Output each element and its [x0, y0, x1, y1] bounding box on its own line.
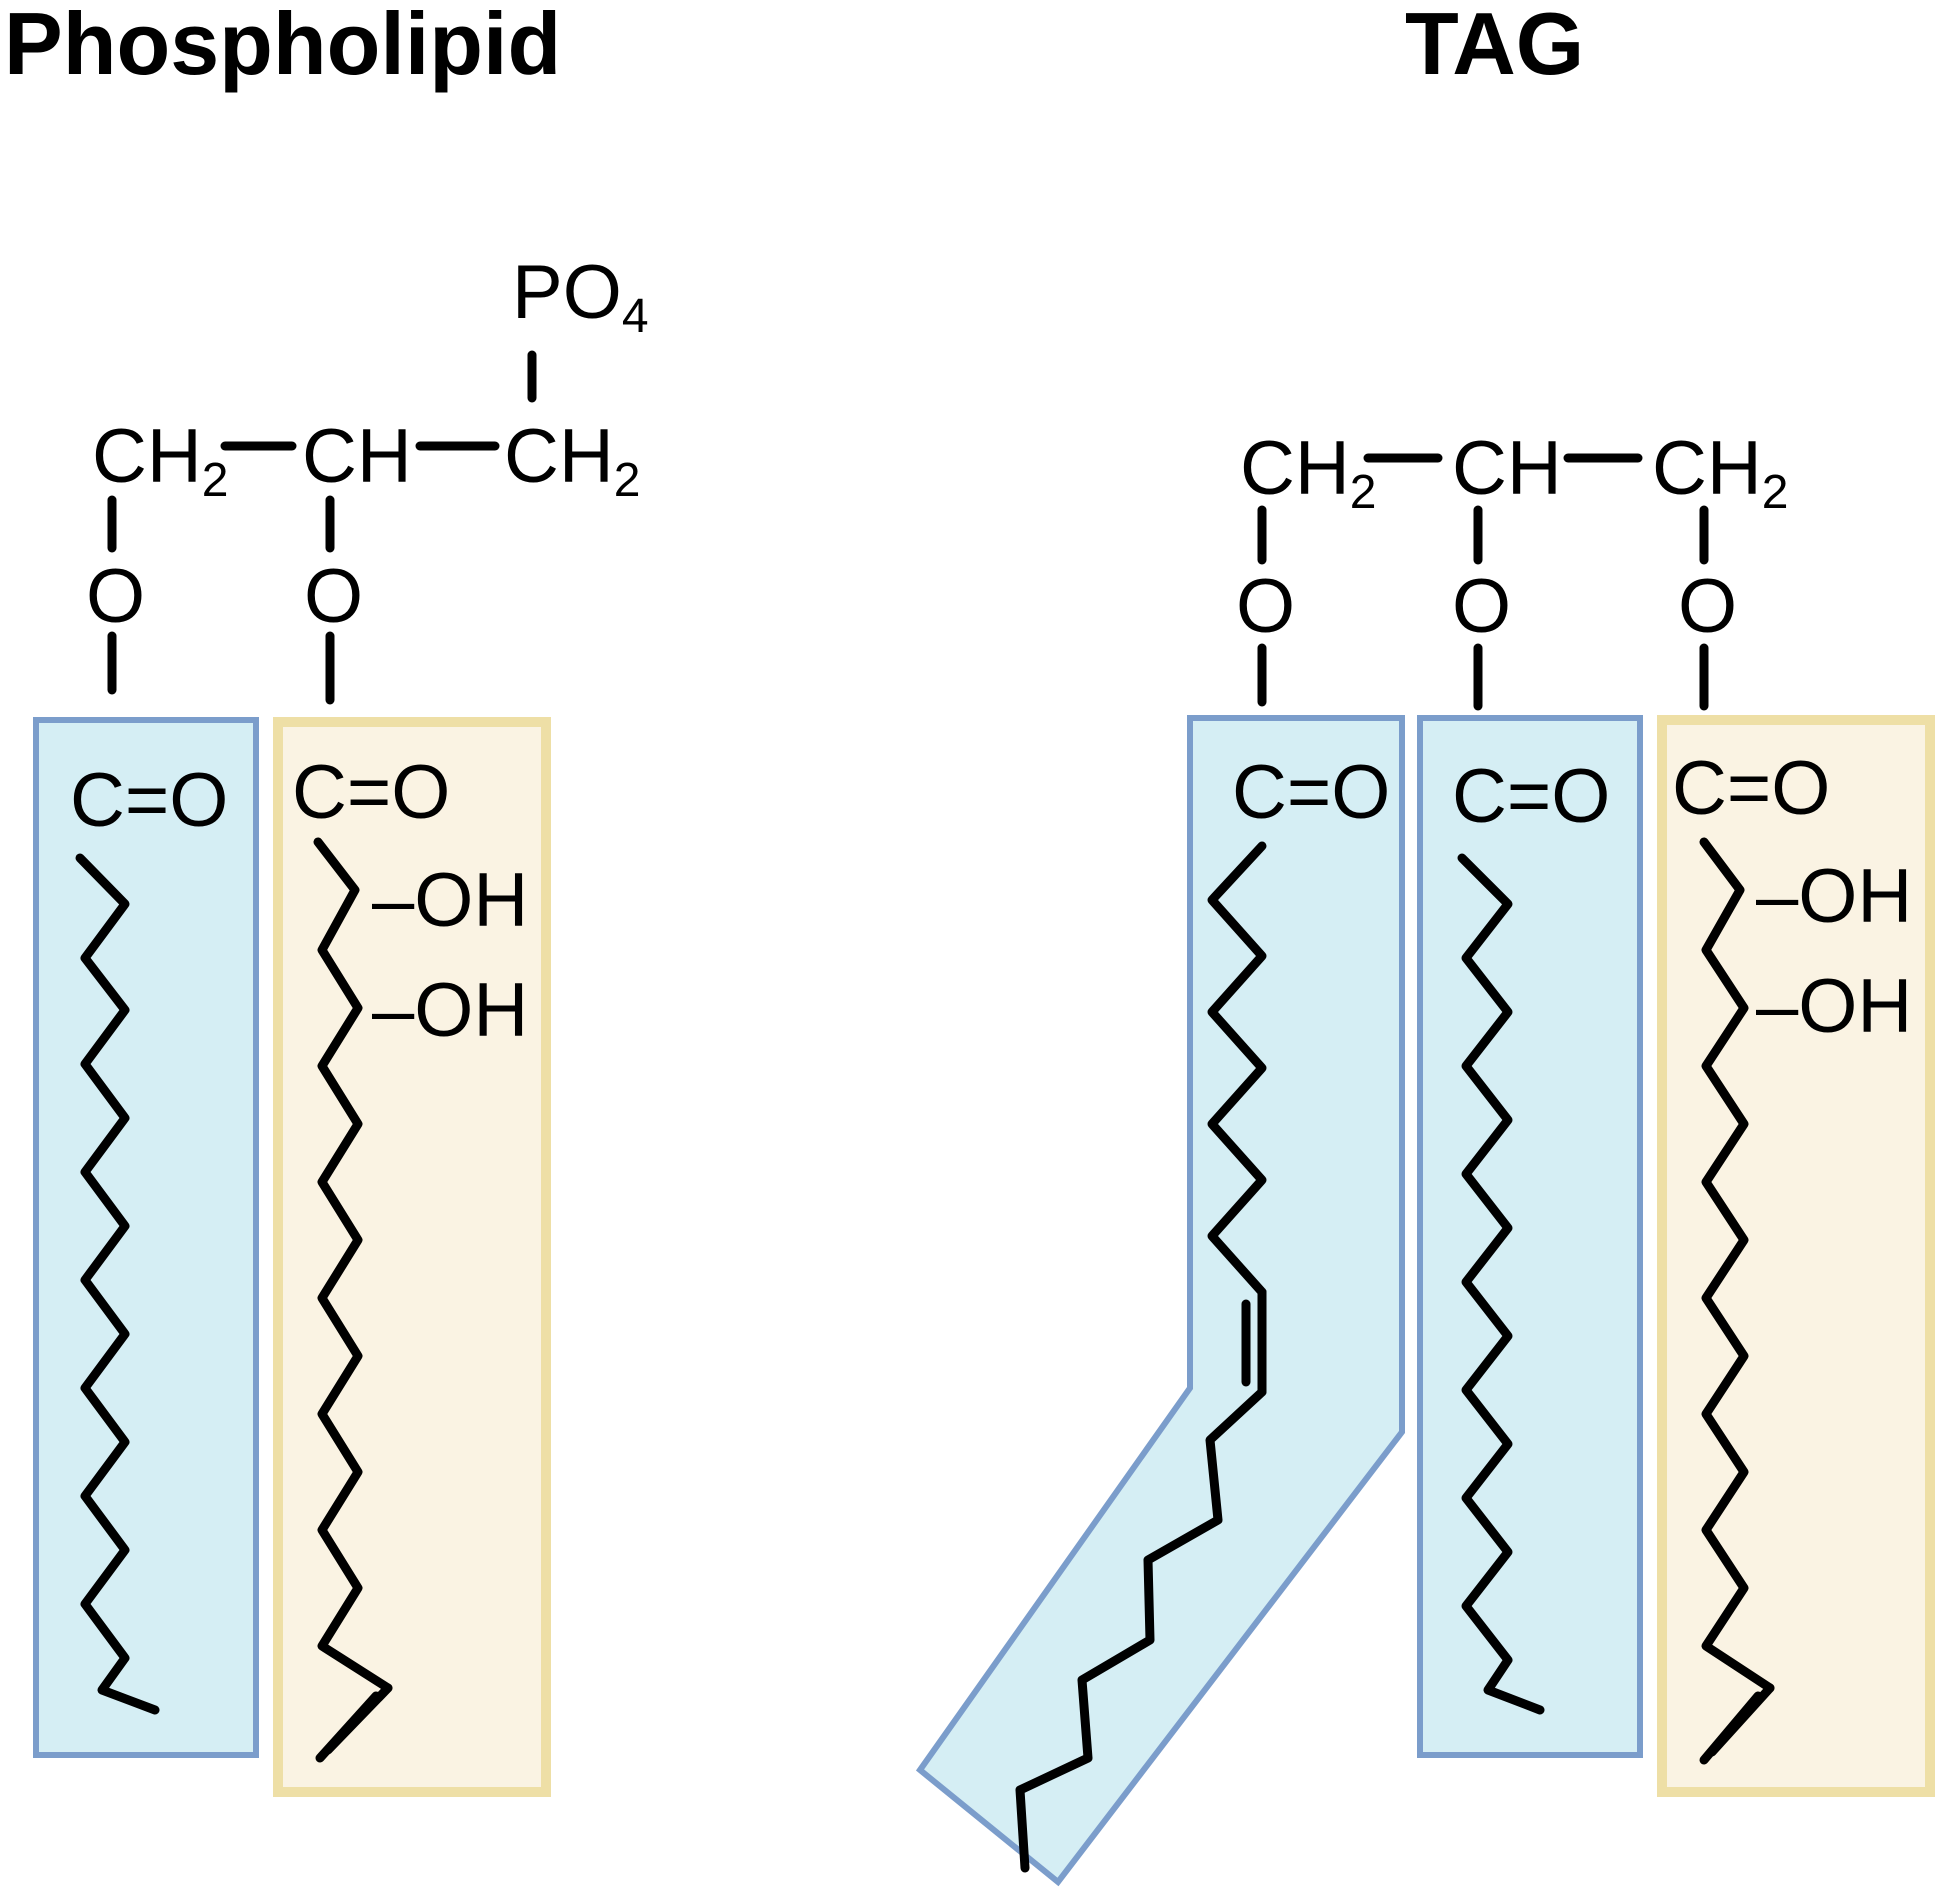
carbonyl-label: C=O	[1672, 746, 1830, 831]
tag-boxes	[915, 715, 1935, 1887]
phospholipid-hydroxy-box	[273, 717, 551, 1797]
hydroxy-fatty-acid-chain	[1699, 837, 1775, 1693]
ester-oxygen-2: O	[1452, 564, 1511, 649]
tag-backbone: CH2 CH CH2 O O O	[1236, 426, 1788, 711]
tag-hydroxy-chain: C=O –OH –OH	[1672, 746, 1912, 1765]
ch2-right-label: CH2	[1652, 426, 1788, 519]
phospholipid-boxes	[33, 717, 551, 1797]
carbonyl-label: C=O	[1452, 754, 1610, 839]
phosphate-label: PO4	[512, 250, 649, 343]
hydroxy-fatty-acid-chain	[313, 837, 393, 1693]
phospholipid-hydroxy-chain: C=O –OH –OH	[292, 750, 528, 1763]
hydroxyl-label: –OH	[1756, 964, 1912, 1049]
tag-saturated-box	[1417, 715, 1643, 1758]
terminal-double-bond	[1699, 1691, 1763, 1765]
ch2-left-label: CH2	[92, 414, 228, 507]
terminal-double-bond	[315, 1691, 381, 1763]
phospholipid-saturated-box	[33, 717, 259, 1758]
ch-label: CH	[302, 414, 412, 499]
hydroxyl-label: –OH	[372, 968, 528, 1053]
tag-title: TAG	[1405, 0, 1584, 93]
phospholipid-backbone: PO4 CH2 CH CH2 O O	[86, 250, 649, 705]
tag-unsaturated-chain: C=O	[1015, 750, 1390, 1873]
phospholipid-title: Phospholipid	[4, 0, 561, 93]
tag-hydroxy-box	[1657, 715, 1935, 1797]
carbonyl-label: C=O	[1232, 750, 1390, 835]
ester-oxygen-3: O	[1678, 564, 1737, 649]
ester-oxygen-2: O	[304, 554, 363, 639]
hydroxyl-label: –OH	[1756, 854, 1912, 939]
unsaturated-chain-kinked-tail	[1015, 1387, 1267, 1873]
ch2-left-label: CH2	[1240, 426, 1376, 519]
ester-oxygen-1: O	[86, 554, 145, 639]
saturated-fatty-acid-chain	[75, 853, 160, 1715]
unsaturated-chain-upper	[1207, 841, 1267, 1297]
ch2-right-label: CH2	[504, 414, 640, 507]
phospholipid-saturated-chain: C=O	[70, 758, 228, 1715]
carbonyl-label: C=O	[70, 758, 228, 843]
tag-unsaturated-box	[915, 715, 1405, 1887]
ch-label: CH	[1452, 426, 1562, 511]
hydroxyl-label: –OH	[372, 858, 528, 943]
carbonyl-label: C=O	[292, 750, 450, 835]
ester-oxygen-1: O	[1236, 564, 1295, 649]
saturated-fatty-acid-chain	[1457, 853, 1545, 1715]
tag-saturated-chain: C=O	[1452, 754, 1610, 1715]
